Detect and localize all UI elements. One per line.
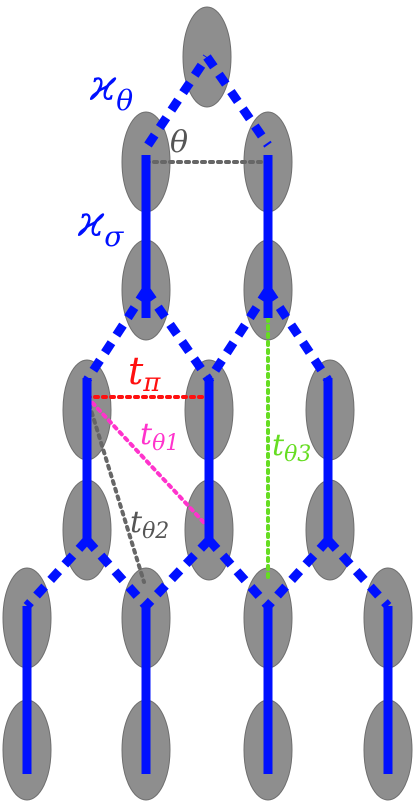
label-t-pi-main: t <box>128 349 144 393</box>
dashed-bond <box>264 287 332 383</box>
label-t-theta3-sub: θ3 <box>284 442 311 467</box>
dashed-bond <box>83 537 150 609</box>
label-theta: θ <box>170 125 188 160</box>
dashed-bond <box>205 537 272 609</box>
bonds <box>22 54 393 774</box>
dashed-bond <box>142 536 213 610</box>
label-t-theta1-main: t <box>140 417 153 452</box>
dashed-bond <box>205 287 272 383</box>
label-t-pi: tπ <box>128 349 161 398</box>
dashed-bond <box>23 536 91 610</box>
label-kappa-sigma-sub: σ <box>104 220 124 253</box>
label-kappa-theta: ϰθ <box>89 61 133 117</box>
svg-text:tθ3: tθ3 <box>272 428 311 467</box>
svg-text:tθ2: tθ2 <box>130 505 169 544</box>
label-kappa-sigma-main: ϰ <box>77 197 105 246</box>
dashed-bond <box>203 54 272 148</box>
svg-text:θ: θ <box>170 125 188 160</box>
label-kappa-sigma: ϰσ <box>77 197 124 253</box>
label-t-theta1-sub: θ1 <box>152 431 179 456</box>
label-t-theta1: tθ1 <box>140 417 179 456</box>
label-t-theta3-main: t <box>272 428 285 463</box>
t-theta2-hop-line <box>85 395 146 584</box>
svg-text:tθ1: tθ1 <box>140 417 179 456</box>
svg-text:tπ: tπ <box>128 349 161 398</box>
label-kappa-theta-main: ϰ <box>89 61 117 110</box>
label-t-theta2: tθ2 <box>130 505 169 544</box>
label-t-pi-sub: π <box>142 368 161 398</box>
label-t-theta3: tθ3 <box>272 428 311 467</box>
dashed-bond <box>83 287 150 383</box>
svg-text:ϰσ: ϰσ <box>77 197 124 253</box>
label-t-theta2-sub: θ2 <box>142 519 169 544</box>
label-t-theta2-main: t <box>130 505 143 540</box>
dashed-bond <box>144 54 211 148</box>
label-kappa-theta-sub: θ <box>116 84 133 117</box>
svg-text:ϰθ: ϰθ <box>89 61 133 117</box>
dashed-bond <box>324 536 392 610</box>
hopping-lines <box>85 160 270 584</box>
label-theta-main: θ <box>170 125 188 160</box>
dashed-bond <box>142 287 213 383</box>
dashed-bond <box>264 536 332 610</box>
t-theta1-hop-line <box>85 395 211 530</box>
